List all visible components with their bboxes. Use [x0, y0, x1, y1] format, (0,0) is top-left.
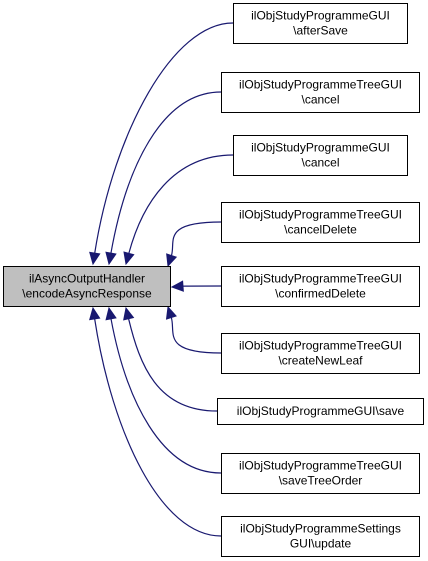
call-edge-8: [110, 318, 222, 474]
caller-node-saveTreeOrder[interactable]: ilObjStudyProgrammeTreeGUI\saveTreeOrder: [221, 453, 420, 494]
arrowhead-8: [105, 306, 117, 321]
caller-node-tree-cancel-box: [221, 72, 420, 113]
caller-node-confirmedDelete-label-line-1: ilObjStudyProgrammeTreeGUI: [239, 272, 402, 286]
arrowhead-6: [165, 305, 177, 320]
caller-node-settings-update-label-line-1: ilObjStudyProgrammeSettings: [240, 522, 401, 536]
caller-node-saveTreeOrder-label-line-2: \saveTreeOrder: [279, 474, 363, 488]
caller-node-afterSave-box: [233, 3, 408, 44]
call-edge-2: [110, 91, 222, 254]
focus-node-encodeAsyncResponse-label-line-1: ilAsyncOutputHandler: [29, 272, 145, 286]
call-edge-9: [94, 318, 222, 537]
caller-node-save[interactable]: ilObjStudyProgrammeGUI\save: [217, 398, 424, 425]
caller-node-createNewLeaf[interactable]: ilObjStudyProgrammeTreeGUI\createNewLeaf: [221, 333, 420, 374]
caller-node-createNewLeaf-box: [221, 333, 420, 374]
caller-node-createNewLeaf-label-line-2: \createNewLeaf: [278, 354, 363, 368]
arrowhead-2: [105, 251, 117, 266]
caller-node-afterSave-label-line-2: \afterSave: [293, 24, 348, 38]
edges-layer: [89, 22, 234, 537]
caller-node-settings-update-box: [221, 516, 420, 557]
arrowhead-4: [166, 253, 178, 268]
arrowhead-9: [89, 306, 101, 321]
focus-node-encodeAsyncResponse[interactable]: ilAsyncOutputHandler\encodeAsyncResponse: [3, 266, 171, 307]
caller-node-gui-cancel-box: [233, 135, 408, 176]
caller-node-tree-cancel-label-line-1: ilObjStudyProgrammeTreeGUI: [239, 78, 402, 92]
caller-node-gui-cancel-label-line-2: \cancel: [301, 156, 339, 170]
arrowhead-3: [123, 251, 135, 266]
call-edge-7: [127, 318, 218, 412]
call-edge-3: [128, 154, 234, 254]
caller-node-cancelDelete-label-line-2: \cancelDelete: [284, 223, 357, 237]
arrowhead-7: [123, 306, 135, 321]
caller-node-createNewLeaf-label-line-1: ilObjStudyProgrammeTreeGUI: [239, 339, 402, 353]
caller-node-confirmedDelete-label-line-2: \confirmedDelete: [275, 287, 366, 301]
caller-node-save-box: [217, 398, 424, 425]
caller-node-afterSave-label-line-1: ilObjStudyProgrammeGUI: [251, 9, 390, 23]
caller-node-tree-cancel-label-line-2: \cancel: [301, 93, 339, 107]
arrowhead-5: [170, 280, 184, 292]
call-edge-1: [94, 22, 234, 254]
call-edge-4: [170, 221, 222, 256]
caller-node-save-label-line-1: ilObjStudyProgrammeGUI\save: [237, 404, 405, 418]
caller-node-settings-update-label-line-2: GUI\update: [290, 537, 352, 551]
caller-node-saveTreeOrder-box: [221, 453, 420, 494]
focus-node-encodeAsyncResponse-box: [3, 266, 171, 307]
caller-node-tree-cancel[interactable]: ilObjStudyProgrammeTreeGUI\cancel: [221, 72, 420, 113]
caller-node-confirmedDelete-box: [221, 266, 420, 307]
caller-node-confirmedDelete[interactable]: ilObjStudyProgrammeTreeGUI\confirmedDele…: [221, 266, 420, 307]
focus-node-encodeAsyncResponse-label-line-2: \encodeAsyncResponse: [22, 287, 152, 301]
nodes-layer: ilAsyncOutputHandler\encodeAsyncResponse…: [3, 3, 424, 557]
caller-node-cancelDelete-box: [221, 202, 420, 243]
caller-node-cancelDelete[interactable]: ilObjStudyProgrammeTreeGUI\cancelDelete: [221, 202, 420, 243]
call-edge-6: [170, 317, 222, 354]
caller-node-afterSave[interactable]: ilObjStudyProgrammeGUI\afterSave: [233, 3, 408, 44]
caller-node-gui-cancel[interactable]: ilObjStudyProgrammeGUI\cancel: [233, 135, 408, 176]
caller-node-gui-cancel-label-line-1: ilObjStudyProgrammeGUI: [251, 141, 390, 155]
caller-node-cancelDelete-label-line-1: ilObjStudyProgrammeTreeGUI: [239, 208, 402, 222]
caller-node-saveTreeOrder-label-line-1: ilObjStudyProgrammeTreeGUI: [239, 459, 402, 473]
arrowhead-1: [89, 251, 101, 266]
